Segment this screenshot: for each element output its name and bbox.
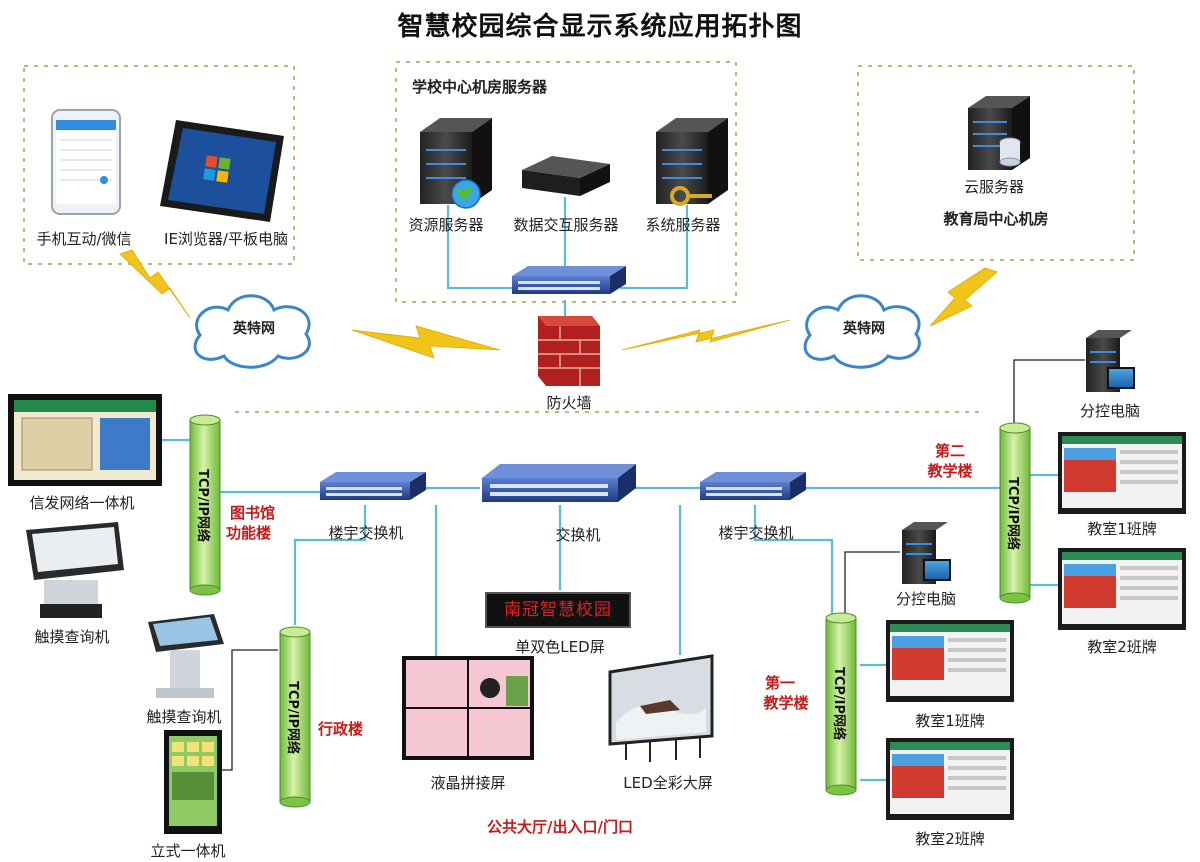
server-key-icon (656, 118, 728, 206)
smartphone-icon (51, 109, 121, 215)
signage-display-icon (8, 394, 162, 486)
teaching2-label-line1: 第二 (934, 442, 966, 460)
teaching1-label-line2: 教学楼 (763, 694, 809, 712)
data-server-icon (522, 156, 610, 196)
teaching2-label-line2: 教学楼 (927, 462, 973, 480)
class-board-label-t2-1: 教室1班牌 (1087, 520, 1157, 538)
led-sign: 南冠智慧校园 (485, 592, 631, 628)
led-sign-text: 南冠智慧校园 (504, 600, 612, 620)
school-server-room-heading: 学校中心机房服务器 (412, 78, 548, 96)
tcpip-pipe-teaching2 (999, 422, 1031, 604)
branch-pc-label-1: 分控电脑 (895, 590, 957, 608)
touch-kiosk-label-2: 触摸查询机 (146, 708, 222, 726)
lightning-icon (621, 319, 791, 351)
mobile-client-box (23, 65, 295, 265)
server-globe-icon (420, 118, 492, 209)
internet-cloud-right-label: 英特网 (843, 321, 885, 337)
browser-tablet-label: IE浏览器/平板电脑 (164, 230, 288, 248)
education-bureau-heading: 教育局中心机房 (943, 210, 1049, 228)
admin-building-label: 行政楼 (318, 720, 364, 738)
branch-pc-icon (902, 522, 951, 584)
branch-pc-label-2: 分控电脑 (1079, 402, 1141, 420)
signage-label: 信发网络一体机 (29, 494, 135, 512)
tcpip-label-teaching2: TCP/IP网络 (1005, 476, 1021, 551)
standing-kiosk-label: 立式一体机 (150, 842, 226, 860)
mobile-wechat-label: 手机互动/微信 (36, 230, 132, 248)
thin-links (215, 359, 1085, 771)
diagram-title: 智慧校园综合显示系统应用拓扑图 (397, 12, 803, 42)
touch-kiosk-icon (148, 614, 224, 698)
lightning-icon (929, 267, 998, 327)
touch-kiosk-icon (26, 522, 124, 618)
class-board-label-t2-2: 教室2班牌 (1087, 638, 1157, 656)
core-switch-icon (482, 464, 636, 502)
class-board-icon (1058, 432, 1186, 514)
core-room-switch-icon (512, 266, 626, 294)
cloud-server-label: 云服务器 (963, 178, 1025, 196)
lcd-videowall-label: 液晶拼接屏 (430, 774, 506, 792)
cloud-icon (193, 294, 311, 369)
class-board-icon (886, 620, 1014, 702)
core-switch-label: 交换机 (555, 526, 601, 544)
network-lines (160, 197, 1058, 782)
cloud-server-icon (968, 96, 1030, 170)
lightning-icon (351, 325, 501, 359)
building-switch-left-icon (320, 472, 426, 500)
class-board-icon (886, 738, 1014, 820)
firewall-label: 防火墙 (546, 394, 592, 412)
education-bureau-box (857, 65, 1135, 261)
lightning-links (119, 249, 998, 359)
tcpip-pipe-library (189, 414, 221, 596)
class-board-icon (1058, 548, 1186, 630)
public-hall-label: 公共大厅/出入口/门口 (487, 818, 633, 836)
right-building-switch-label: 楼宇交换机 (718, 524, 794, 542)
data-exchange-server-label: 数据交互服务器 (513, 216, 619, 234)
tcpip-label-library: TCP/IP网络 (195, 468, 211, 543)
library-label-line2: 功能楼 (226, 524, 272, 542)
class-board-label-t1-2: 教室2班牌 (915, 830, 985, 848)
library-label-line1: 图书馆 (230, 504, 276, 522)
class-board-label-t1-1: 教室1班牌 (915, 712, 985, 730)
lcd-videowall-icon (402, 656, 534, 760)
system-server-label: 系统服务器 (645, 216, 721, 234)
firewall-icon (538, 316, 600, 386)
tcpip-label-admin: TCP/IP网络 (285, 680, 301, 755)
teaching1-label-line1: 第一 (764, 674, 796, 692)
led-fullcolor-screen-icon (608, 654, 714, 762)
left-building-switch-label: 楼宇交换机 (328, 524, 404, 542)
lightning-icon (119, 249, 191, 319)
standing-kiosk-icon (164, 730, 222, 834)
tcpip-pipe-admin (279, 626, 311, 808)
led-sign-label: 单双色LED屏 (515, 638, 605, 656)
tcpip-pipe-teaching1 (825, 612, 857, 796)
tablet-icon (160, 120, 284, 222)
resource-server-label: 资源服务器 (408, 216, 484, 234)
tcpip-label-teaching1: TCP/IP网络 (831, 666, 847, 741)
led-fullcolor-label: LED全彩大屏 (623, 774, 713, 792)
touch-kiosk-label-1: 触摸查询机 (34, 628, 110, 646)
branch-pc-icon (1086, 330, 1135, 392)
internet-cloud-left-label: 英特网 (233, 321, 275, 337)
building-switch-right-icon (700, 472, 806, 500)
cloud-icon (803, 294, 921, 369)
